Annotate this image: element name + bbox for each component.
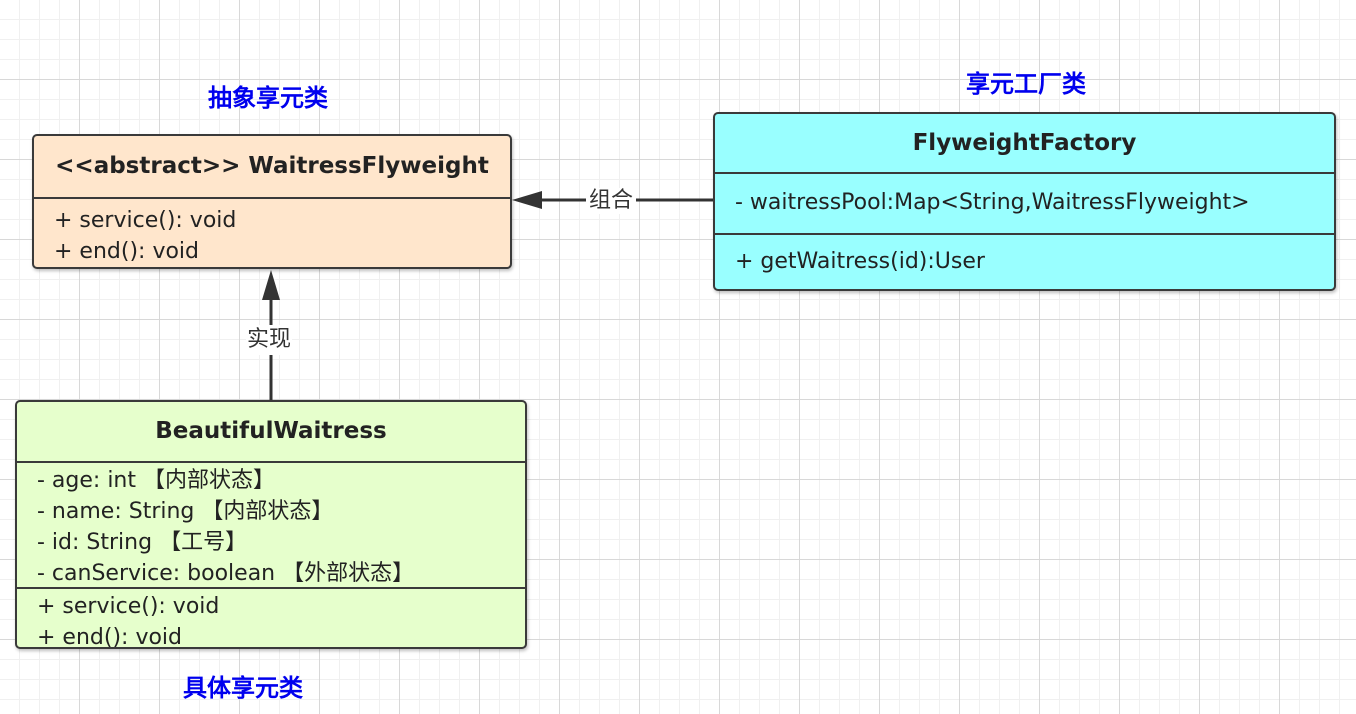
beautiful-waitress-class[interactable]: BeautifulWaitress - age: int 【内部状态】 - na… — [15, 400, 527, 649]
caption-concrete-flyweight: 具体享元类 — [183, 674, 303, 702]
attribute-age: - age: int 【内部状态】 — [37, 468, 275, 493]
realization-label: 实现 — [246, 325, 293, 355]
class-attributes: - waitressPool:Map<String,WaitressFlywei… — [715, 174, 1334, 233]
class-methods: + service(): void + end(): void — [17, 587, 525, 649]
attribute-waitress-pool: - waitressPool:Map<String,WaitressFlywei… — [735, 190, 1250, 215]
caption-abstract-flyweight: 抽象享元类 — [208, 84, 328, 112]
class-methods: + service(): void + end(): void — [34, 199, 510, 267]
class-name: BeautifulWaitress — [17, 402, 525, 463]
attribute-can-service: - canService: boolean 【外部状态】 — [37, 561, 415, 586]
method-service: + service(): void — [54, 208, 237, 233]
class-name: FlyweightFactory — [715, 114, 1334, 174]
composition-arrowhead — [512, 191, 542, 209]
realization-arrowhead — [262, 270, 280, 300]
class-attributes: - age: int 【内部状态】 - name: String 【内部状态】 … — [17, 463, 525, 587]
method-end: + end(): void — [37, 625, 182, 649]
caption-flyweight-factory: 享元工厂类 — [966, 70, 1086, 98]
attribute-id: - id: String 【工号】 — [37, 530, 248, 555]
waitress-flyweight-class[interactable]: <<abstract>> WaitressFlyweight + service… — [32, 134, 512, 269]
composition-label: 组合 — [586, 188, 637, 214]
attribute-name: - name: String 【内部状态】 — [37, 499, 334, 524]
method-get-waitress: + getWaitress(id):User — [735, 249, 985, 274]
class-name: <<abstract>> WaitressFlyweight — [34, 136, 510, 199]
method-end: + end(): void — [54, 239, 199, 264]
flyweight-factory-class[interactable]: FlyweightFactory - waitressPool:Map<Stri… — [713, 112, 1336, 291]
class-methods: + getWaitress(id):User — [715, 233, 1334, 289]
method-service: + service(): void — [37, 594, 220, 619]
